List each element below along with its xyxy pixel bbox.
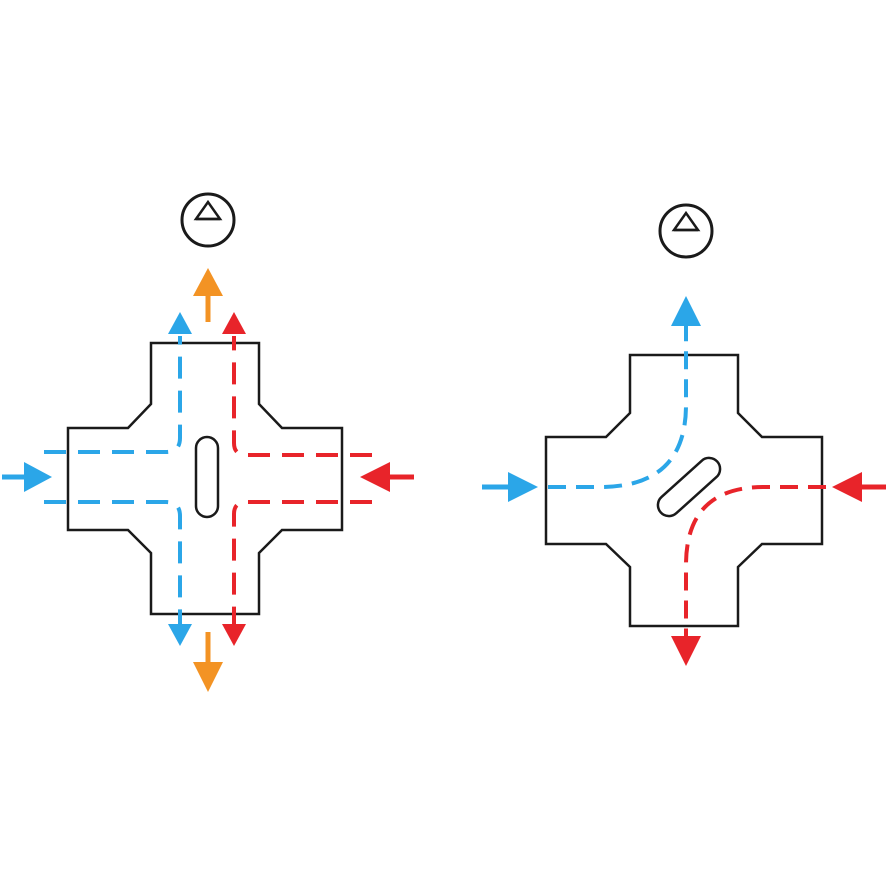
left-red-flow: [232, 336, 372, 624]
left-blue-inlet-arrow: [2, 462, 52, 492]
left-valve-slot: [194, 435, 220, 519]
left-blue-flow: [44, 336, 182, 624]
red-path-lower: [232, 500, 372, 624]
right-valve-slot: [656, 456, 722, 518]
blue-path-upper: [44, 336, 182, 454]
right-red-flow: [684, 485, 826, 640]
left-valve-symbol-icon: [180, 192, 236, 248]
red-path-upper: [232, 336, 372, 457]
right-blue-outlet-top-arrow: [671, 296, 701, 326]
right-blue-inlet-arrow: [482, 472, 538, 502]
left-valve-diagram: [2, 192, 414, 692]
left-blue-outlet-bottom-arrow: [168, 624, 192, 646]
left-red-outlet-top-arrow: [222, 312, 246, 334]
right-valve-symbol-icon: [658, 203, 714, 259]
left-blue-outlet-top-arrow: [168, 312, 192, 334]
left-orange-outlet-top-arrow: [193, 268, 223, 322]
left-red-outlet-bottom-arrow: [222, 624, 246, 646]
blue-path-lower: [44, 500, 182, 624]
left-orange-outlet-bottom-arrow: [193, 632, 223, 692]
right-red-outlet-bottom-arrow: [671, 636, 701, 666]
right-red-inlet-arrow: [832, 472, 886, 502]
right-blue-flow: [548, 326, 688, 489]
left-red-inlet-arrow: [360, 462, 414, 492]
right-valve-diagram: [482, 203, 886, 666]
